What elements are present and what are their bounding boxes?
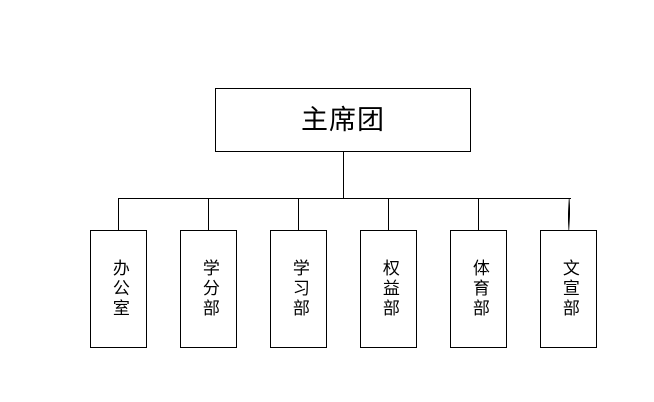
org-node-child-4[interactable]: 权益部 (360, 230, 417, 348)
connector-drop-4 (388, 198, 389, 230)
org-node-child-6[interactable]: 文宣部 (540, 230, 597, 348)
connector-drop-6 (568, 198, 570, 230)
org-node-child-3-label: 学习部 (288, 259, 309, 319)
connector-drop-1 (118, 198, 119, 230)
connector-drop-5 (478, 198, 479, 230)
org-node-root[interactable]: 主席团 (215, 88, 471, 152)
org-node-child-5[interactable]: 体育部 (450, 230, 507, 348)
org-node-child-3[interactable]: 学习部 (270, 230, 327, 348)
connector-drop-2 (208, 198, 209, 230)
org-node-child-4-label: 权益部 (378, 259, 399, 319)
connector-horizontal-bus (118, 198, 571, 199)
org-node-root-label: 主席团 (301, 104, 385, 136)
org-node-child-1-label: 办公室 (108, 259, 129, 319)
connector-drop-3 (298, 198, 299, 230)
org-node-child-2[interactable]: 学分部 (180, 230, 237, 348)
org-node-child-5-label: 体育部 (468, 259, 489, 319)
org-node-child-2-label: 学分部 (198, 259, 219, 319)
org-node-child-6-label: 文宣部 (558, 259, 579, 319)
org-node-child-1[interactable]: 办公室 (90, 230, 147, 348)
connector-root-stem (343, 152, 344, 199)
